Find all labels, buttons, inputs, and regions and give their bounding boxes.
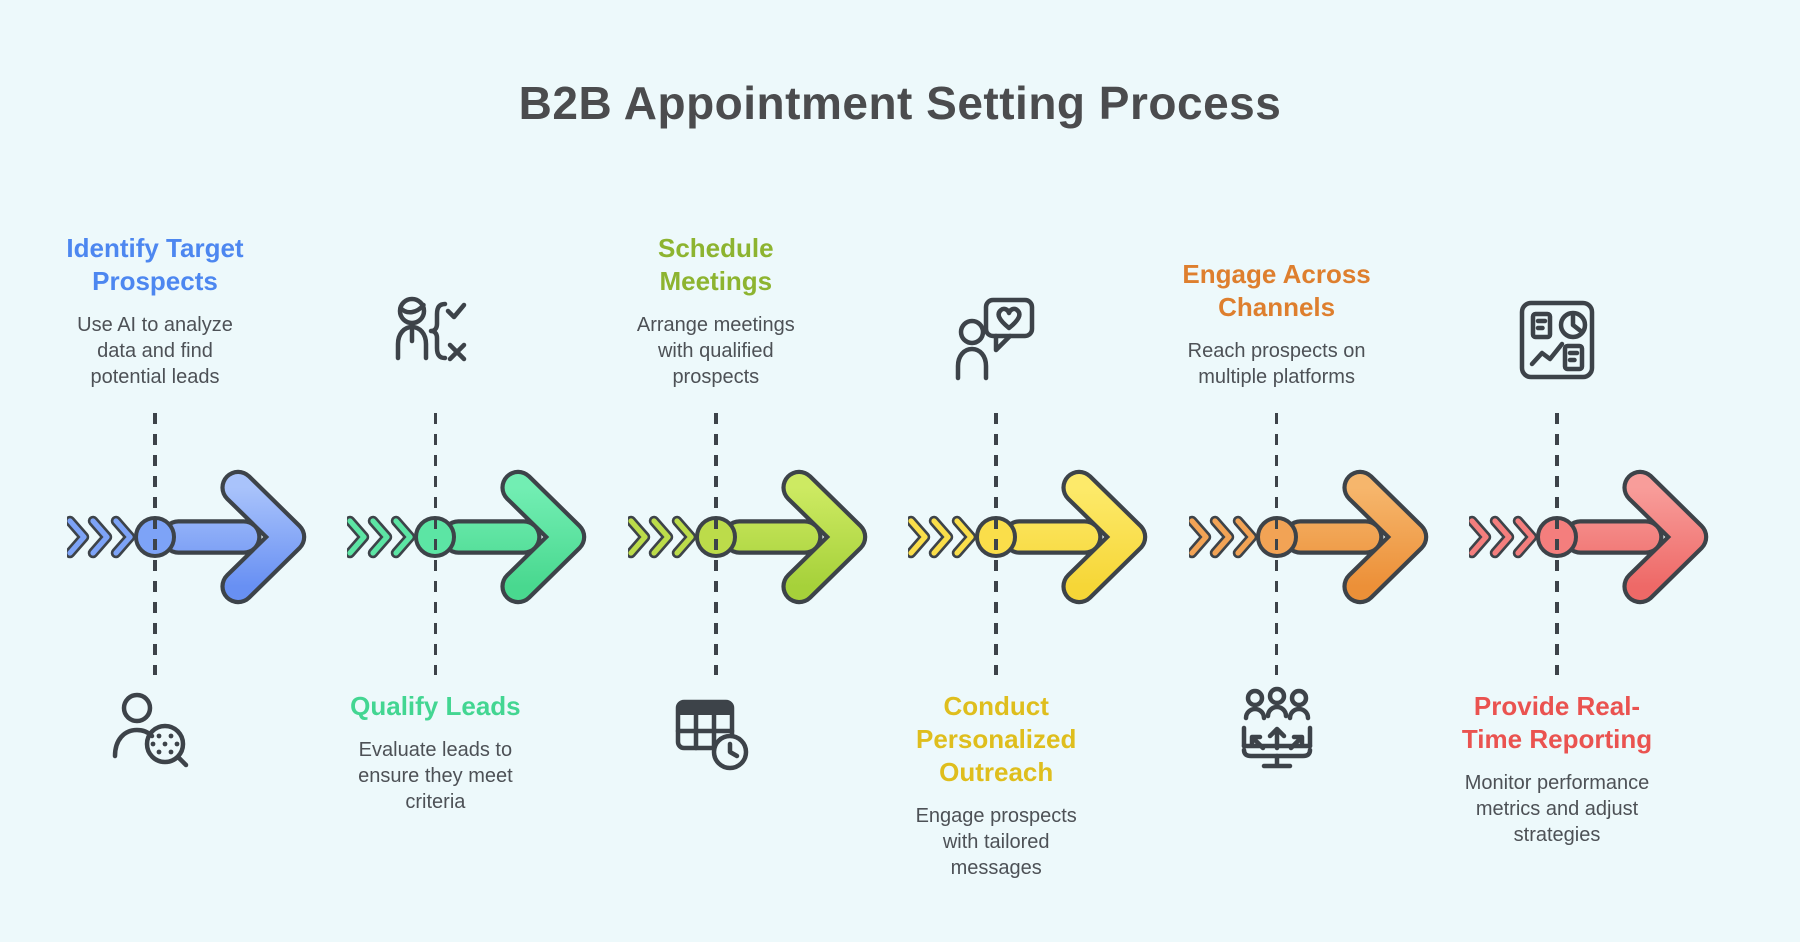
calendar-clock-icon [666, 684, 766, 784]
process-arrow-icon [725, 469, 868, 605]
chevron-flow-icon [67, 515, 136, 559]
dashed-connector-line [1274, 413, 1279, 675]
process-arrow-icon [165, 469, 307, 605]
step-provide-real-time-reporting: Provide Real-Time Reporting Monitor perf… [1432, 0, 1709, 942]
report-dashboard-icon [1507, 290, 1607, 390]
chevron-flow-icon [1188, 515, 1257, 559]
dashed-connector-line [433, 413, 438, 675]
dashed-connector-line [1555, 413, 1559, 675]
process-arrow-icon [1286, 469, 1428, 605]
chevron-flow-icon [908, 515, 977, 559]
dashed-connector-line [153, 413, 157, 675]
person-heart-message-icon [946, 290, 1046, 390]
chevron-flow-icon [1469, 515, 1538, 559]
team-broadcast-icon [1227, 684, 1327, 784]
person-search-icon [105, 684, 205, 784]
person-checklist-icon [385, 290, 485, 390]
page-title: B2B Appointment Setting Process [518, 77, 1282, 129]
process-arrow-icon [445, 469, 587, 605]
step-title: Qualify Leads [350, 691, 521, 721]
process-arrow-icon [1006, 469, 1148, 605]
dashed-connector-line [713, 413, 718, 675]
step-text-block: Provide Real-Time Reporting Monitor perf… [1424, 690, 1690, 848]
dashed-connector-line [994, 413, 998, 675]
chevron-flow-icon [347, 515, 416, 559]
step-title: Provide Real-Time Reporting [1461, 691, 1653, 754]
chevron-flow-icon [627, 515, 697, 559]
process-arrow-icon [1567, 469, 1709, 605]
